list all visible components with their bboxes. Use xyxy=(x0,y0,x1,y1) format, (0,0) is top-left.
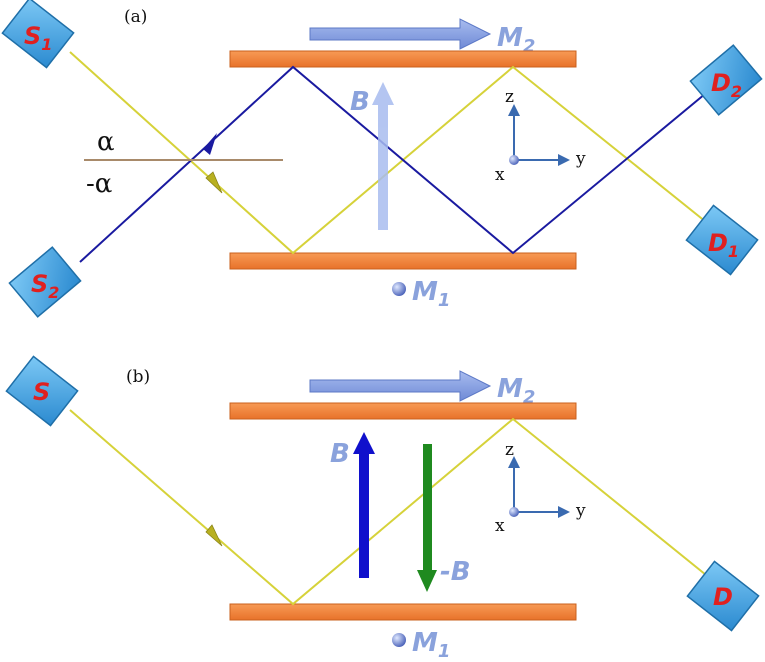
panel-a: (a) M2 α -α B M1 xyxy=(1,0,763,318)
magnetization-dot-m1-a xyxy=(392,282,406,296)
yellow-beam-arrowhead-a xyxy=(205,171,223,194)
axes-a xyxy=(508,104,570,166)
detector-d1-label: D1 xyxy=(708,229,739,261)
field-label-b-a: B xyxy=(350,87,370,117)
panel-b-tag: (b) xyxy=(126,367,150,387)
angle-alpha-label: α xyxy=(97,127,115,157)
panel-a-tag: (a) xyxy=(124,7,147,27)
source-s-label: S xyxy=(33,378,50,406)
mirror-bottom-label-a: M1 xyxy=(412,277,450,311)
source-s xyxy=(5,355,79,427)
detector-d1 xyxy=(685,204,759,276)
magnetization-arrow-m2-a xyxy=(309,18,492,50)
axis-x-label-a: x xyxy=(495,165,505,185)
mirror-top-b xyxy=(229,402,577,420)
field-label-minus-b: -B xyxy=(440,557,471,587)
mirror-bottom-a xyxy=(229,252,577,270)
angle-minus-alpha-label: -α xyxy=(86,169,112,199)
field-arrow-b-a xyxy=(372,82,394,230)
blue-beam-arrowhead-a xyxy=(203,133,217,155)
axis-y-label-a: y xyxy=(575,149,586,169)
panel-b: (b) M2 B -B M1 xyxy=(5,355,760,662)
detector-d2-label: D2 xyxy=(711,69,742,101)
axis-y-label-b: y xyxy=(575,501,586,521)
detector-d xyxy=(686,560,760,632)
detector-d-label: D xyxy=(713,583,733,611)
detector-d2 xyxy=(689,44,763,116)
field-arrow-minus-b xyxy=(417,444,437,592)
source-s1-label: S1 xyxy=(24,22,52,54)
mirror-bottom-label-b: M1 xyxy=(412,628,450,662)
yellow-beam-b xyxy=(69,409,712,606)
magnetization-arrow-m2-b xyxy=(309,370,492,402)
field-arrow-b-up xyxy=(353,432,375,578)
axes-b xyxy=(508,456,570,518)
mirror-top-a xyxy=(229,50,577,68)
yellow-beam-a xyxy=(69,51,712,255)
field-label-b-up: B xyxy=(330,439,350,469)
axis-x-label-b: x xyxy=(495,516,505,536)
source-s1 xyxy=(1,0,75,69)
yellow-beam-arrowhead-b xyxy=(205,524,223,547)
source-s2-label: S2 xyxy=(31,270,59,302)
source-s2 xyxy=(8,246,82,318)
axis-z-label-b: z xyxy=(505,440,514,460)
magnetization-dot-m1-b xyxy=(392,633,406,647)
blue-beam-a xyxy=(79,65,712,263)
axis-z-label-a: z xyxy=(505,87,514,107)
mirror-bottom-b xyxy=(229,603,577,621)
